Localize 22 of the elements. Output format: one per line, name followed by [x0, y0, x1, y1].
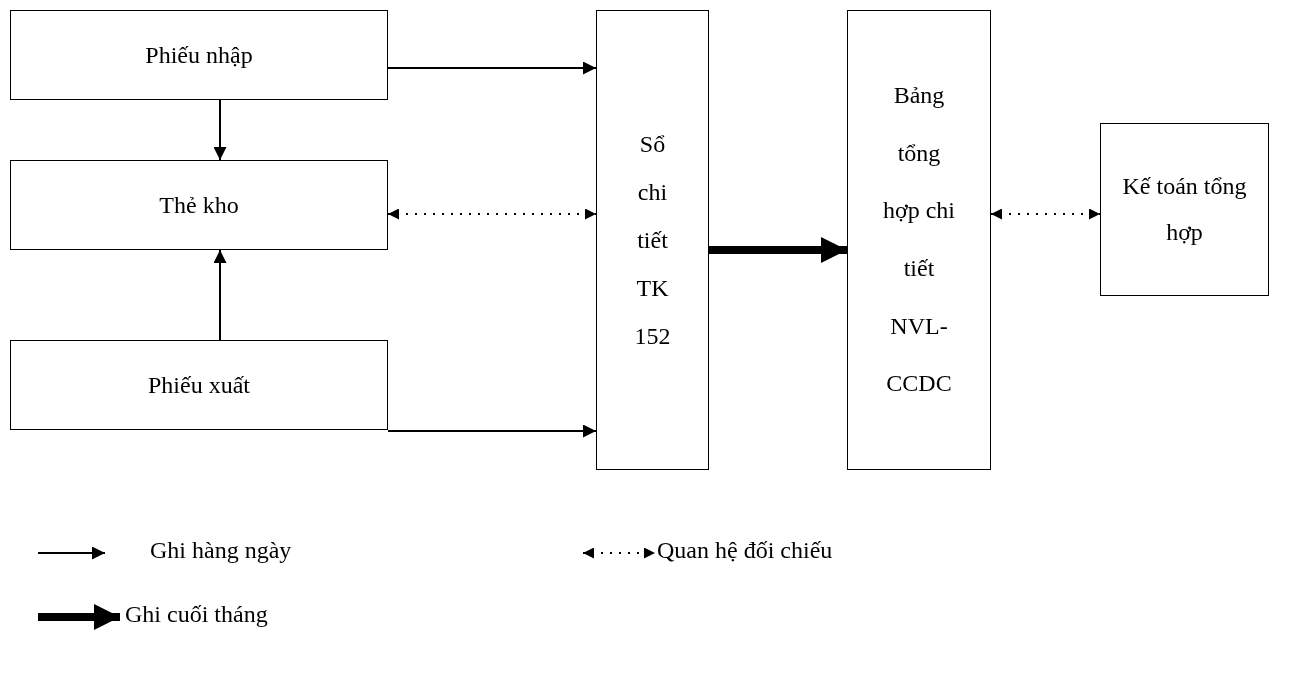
legend-label: Ghi cuối tháng — [125, 601, 268, 628]
legend-label: Ghi hàng ngày — [150, 537, 292, 564]
arrow — [213, 249, 227, 341]
box-label: Phiếu xuất — [148, 370, 250, 400]
dotted-double-arrow — [387, 208, 597, 220]
box-label: Sổ chi tiết TK 152 — [633, 130, 672, 351]
box-label: Phiếu nhập — [145, 40, 253, 70]
process-box — [10, 10, 388, 100]
process-box — [596, 10, 709, 470]
process-box — [10, 160, 388, 250]
arrow — [387, 61, 597, 75]
dotted-double-arrow — [990, 208, 1101, 220]
box-label: Bảng tổng hợp chi tiết NVL-CCDC — [882, 81, 956, 399]
process-box — [847, 10, 991, 470]
process-box — [1100, 123, 1269, 296]
thick-arrow — [709, 237, 847, 263]
arrow — [387, 424, 597, 438]
process-box — [10, 340, 388, 430]
arrow — [213, 99, 227, 161]
box-label: Thẻ kho — [159, 190, 239, 220]
box-label: Kế toán tổng hợp — [1121, 171, 1248, 247]
legend-label: Quan hệ đối chiếu — [657, 537, 833, 564]
